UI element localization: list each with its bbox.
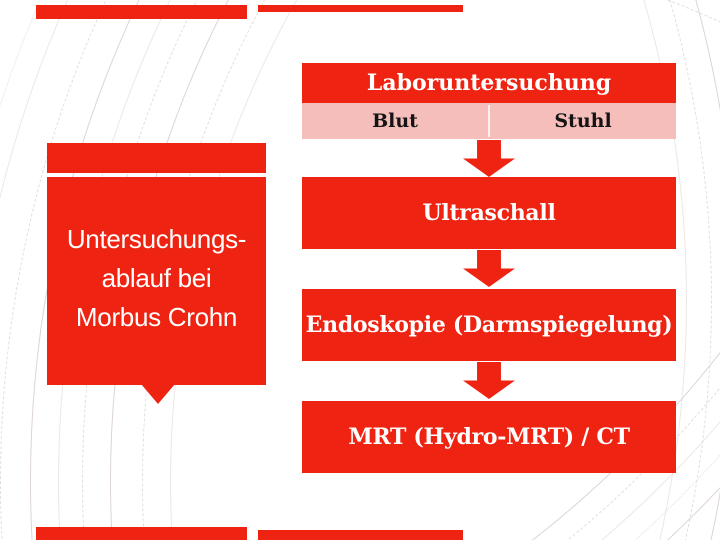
down-arrow-icon	[463, 362, 515, 399]
down-arrow-icon	[463, 140, 515, 177]
lab-cell-divider	[488, 105, 490, 137]
flow-box-mrt-ct: MRT (Hydro-MRT) / CT	[302, 401, 676, 473]
slide-title-line: Morbus Crohn	[75, 301, 238, 332]
edge-bar-top-right	[258, 5, 463, 12]
edge-bar-top-left	[36, 5, 247, 19]
flow-box-label: Laboruntersuchung	[366, 70, 612, 96]
flow-box-endoskopie: Endoskopie (Darmspiegelung)	[302, 289, 676, 361]
title-bubble-body: Untersuchungs- ablauf bei Morbus Crohn	[47, 177, 266, 385]
flow-box-ultraschall: Ultraschall	[302, 177, 676, 249]
slide-title-line: Untersuchungs-	[66, 223, 247, 254]
examination-flowchart: Laboruntersuchung Blut Stuhl Ultraschall…	[302, 63, 676, 473]
slide-title-line: ablauf bei	[101, 262, 212, 293]
lab-cell-stuhl: Stuhl	[554, 110, 612, 132]
lab-cell-blut: Blut	[372, 110, 418, 132]
edge-bar-bottom-left	[36, 527, 247, 540]
flow-box-laboruntersuchung: Laboruntersuchung	[302, 63, 676, 103]
slide-title: Untersuchungs- ablauf bei Morbus Crohn	[66, 220, 247, 343]
lab-sub-row: Blut Stuhl	[302, 103, 676, 139]
down-arrow-icon	[463, 250, 515, 287]
edge-bar-bottom-right	[258, 530, 463, 540]
title-bubble-header-bar	[47, 143, 266, 173]
title-bubble-tail	[141, 384, 175, 404]
